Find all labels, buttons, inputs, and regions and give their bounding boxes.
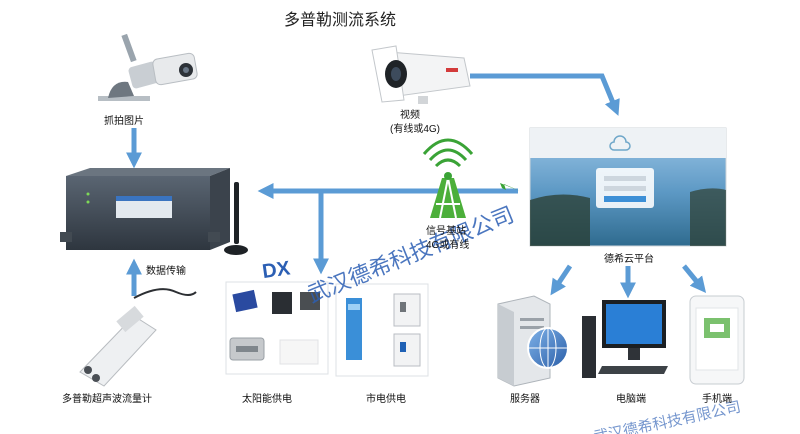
server-image — [497, 295, 569, 387]
diagram-title: 多普勒测流系统 — [283, 12, 396, 29]
capture-camera-label: 抓拍图片 — [104, 116, 144, 127]
mobile-image — [689, 295, 745, 385]
data-transmission-label: 数据传输 — [146, 266, 186, 277]
base-station-link-label: 4G或有线 — [426, 240, 470, 251]
watermark-logo: DX — [261, 257, 292, 283]
solar-power-photo — [225, 281, 329, 375]
pc-image — [582, 300, 668, 378]
cloud-platform-label: 德希云平台 — [604, 254, 654, 265]
capture-camera-image — [98, 33, 198, 101]
video-link-label: (有线或4G) — [390, 124, 440, 135]
data-transmitter-box — [60, 168, 230, 250]
pc-client-label: 电脑端 — [616, 394, 646, 405]
mobile-client-label: 手机端 — [702, 394, 732, 405]
video-camera-label: 视频 — [400, 110, 420, 121]
flow-meter-image — [79, 288, 197, 387]
arrow-cloud-to-mobile — [682, 264, 707, 293]
arrow-video-to-cloud — [470, 73, 620, 116]
base-station-tower — [422, 138, 474, 219]
svg-text:DX: DX — [261, 257, 292, 283]
mains-power-photo — [335, 283, 429, 377]
solar-power-label: 太阳能供电 — [242, 394, 292, 405]
arrow-cloud-to-server — [550, 264, 573, 296]
server-label: 服务器 — [510, 394, 540, 405]
mains-power-label: 市电供电 — [366, 394, 406, 405]
base-station-label: 信号基站 — [426, 226, 466, 237]
flow-meter-label: 多普勒超声波流量计 — [62, 394, 152, 405]
video-camera-image — [371, 45, 471, 104]
antenna-image — [224, 182, 248, 255]
signal-bolt-right — [486, 180, 520, 191]
cloud-platform-screen — [529, 127, 727, 247]
